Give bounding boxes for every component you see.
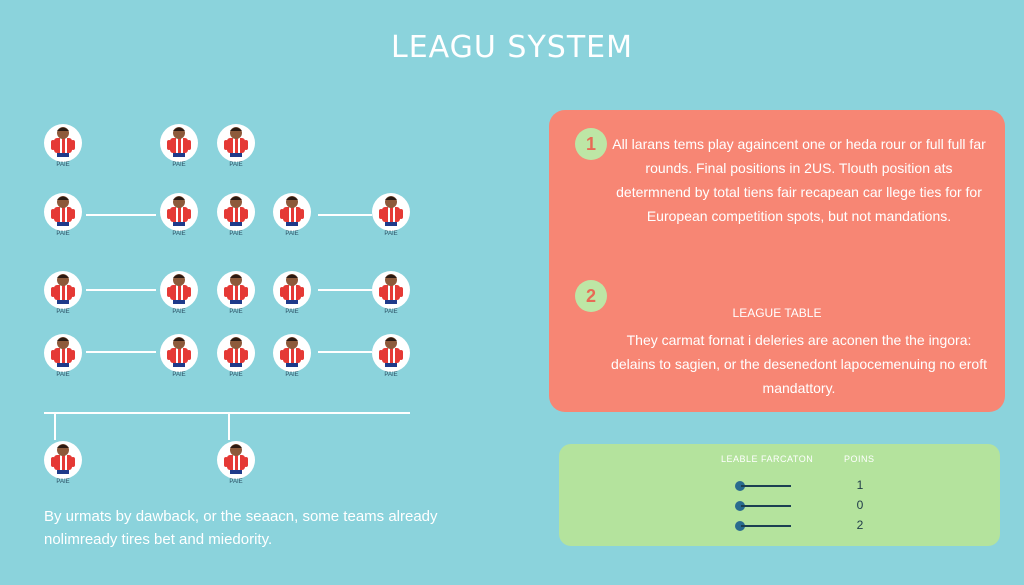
player-icon: PAIE bbox=[44, 193, 82, 237]
player-label: PAIE bbox=[172, 162, 185, 168]
page-title: LEAGU SYSTEM bbox=[391, 30, 633, 65]
row-marker-icon bbox=[735, 481, 745, 491]
player-label: PAIE bbox=[56, 479, 69, 485]
row-bar bbox=[741, 505, 791, 507]
player-label: PAIE bbox=[229, 309, 242, 315]
info-card: 1 All larans tems play againcent one or … bbox=[549, 110, 1005, 412]
player-icon: PAIE bbox=[372, 334, 410, 378]
player-label: PAIE bbox=[229, 372, 242, 378]
player-label: PAIE bbox=[56, 372, 69, 378]
player-label: PAIE bbox=[172, 231, 185, 237]
row-points: 0 bbox=[856, 498, 864, 512]
table-header-points: POINS bbox=[844, 454, 875, 464]
league-table-subtitle: LEAGUE TABLE bbox=[732, 306, 822, 320]
player-icon: PAIE bbox=[160, 334, 198, 378]
player-icon: PAIE bbox=[273, 271, 311, 315]
player-icon: PAIE bbox=[217, 271, 255, 315]
table-row: 2 bbox=[735, 518, 875, 534]
player-label: PAIE bbox=[229, 231, 242, 237]
player-label: PAIE bbox=[229, 162, 242, 168]
player-icon: PAIE bbox=[217, 193, 255, 237]
league-table-card: LEABLE FARCATON POINS 1 0 2 bbox=[559, 444, 1000, 546]
table-row: 1 bbox=[735, 478, 875, 494]
row-bar bbox=[741, 485, 791, 487]
player-icon: PAIE bbox=[273, 193, 311, 237]
player-label: PAIE bbox=[285, 309, 298, 315]
player-icon: PAIE bbox=[217, 124, 255, 168]
player-label: PAIE bbox=[172, 309, 185, 315]
player-label: PAIE bbox=[56, 231, 69, 237]
row-bar bbox=[741, 525, 791, 527]
player-label: PAIE bbox=[384, 309, 397, 315]
row-marker-icon bbox=[735, 521, 745, 531]
step-1-text: All larans tems play againcent one or he… bbox=[612, 136, 986, 224]
bottom-note: By urmats by dawback, or the seaacn, som… bbox=[44, 508, 438, 548]
player-label: PAIE bbox=[384, 372, 397, 378]
player-label: PAIE bbox=[56, 162, 69, 168]
table-row: 0 bbox=[735, 498, 875, 514]
player-label: PAIE bbox=[384, 231, 397, 237]
player-icon: PAIE bbox=[372, 193, 410, 237]
player-icon: PAIE bbox=[217, 441, 255, 485]
player-icon: PAIE bbox=[160, 193, 198, 237]
player-icon: PAIE bbox=[372, 271, 410, 315]
row-points: 2 bbox=[856, 518, 864, 532]
player-icon: PAIE bbox=[44, 334, 82, 378]
player-label: PAIE bbox=[56, 309, 69, 315]
player-icon: PAIE bbox=[217, 334, 255, 378]
player-icon: PAIE bbox=[160, 271, 198, 315]
step-1-badge: 1 bbox=[575, 128, 607, 160]
table-header-label: LEABLE FARCATON bbox=[721, 454, 814, 464]
player-icon: PAIE bbox=[160, 124, 198, 168]
player-label: PAIE bbox=[229, 479, 242, 485]
step-2-badge: 2 bbox=[575, 280, 607, 312]
row-points: 1 bbox=[856, 478, 864, 492]
player-label: PAIE bbox=[285, 372, 298, 378]
row-marker-icon bbox=[735, 501, 745, 511]
step-2-text: They carmat fornat i deleries are aconen… bbox=[611, 332, 987, 396]
player-icon: PAIE bbox=[44, 441, 82, 485]
player-icon: PAIE bbox=[44, 271, 82, 315]
player-label: PAIE bbox=[172, 372, 185, 378]
player-label: PAIE bbox=[285, 231, 298, 237]
player-icon: PAIE bbox=[44, 124, 82, 168]
player-icon: PAIE bbox=[273, 334, 311, 378]
